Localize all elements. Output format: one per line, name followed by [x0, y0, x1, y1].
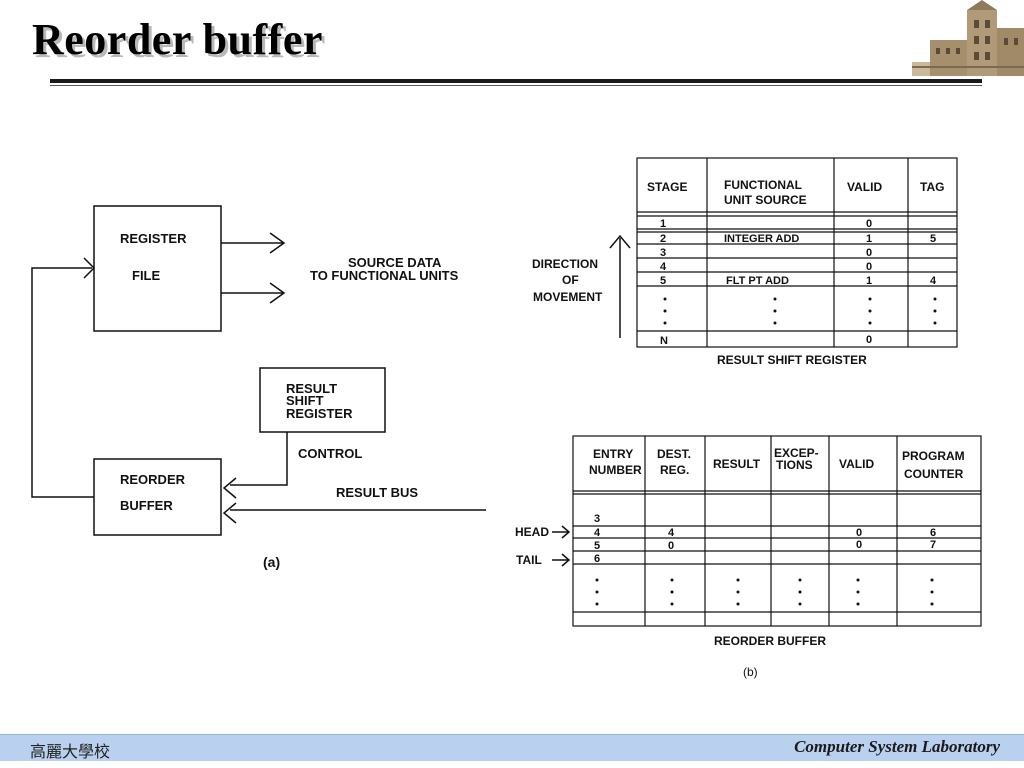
rsr-valid-3: 0 — [866, 247, 872, 259]
rob-header-exceptions-1: EXCEP- — [774, 446, 819, 460]
rsr-valid-2: 1 — [866, 233, 872, 245]
source-data-label-1: SOURCE DATA — [348, 255, 442, 270]
rob-header-exceptions-2: TIONS — [776, 458, 813, 472]
rob-header-entry-2: NUMBER — [589, 463, 642, 477]
reorder-buffer-label-2: BUFFER — [120, 498, 173, 513]
rsr-caption: RESULT SHIFT REGISTER — [717, 353, 867, 367]
register-file-label-1: REGISTER — [120, 231, 187, 246]
rsr-stage-4: 4 — [660, 261, 667, 273]
university-building-logo — [912, 0, 1024, 76]
rob-header-entry-1: ENTRY — [593, 447, 633, 461]
reorder-buffer-diagram: REGISTER FILE SOURCE DATA TO FUNCTIONAL … — [31, 157, 982, 679]
rsr-header-valid: VALID — [847, 180, 882, 194]
rob-dest-4: 4 — [668, 527, 675, 539]
reorder-buffer-label-1: REORDER — [120, 472, 186, 487]
rsr-stage-n: N — [660, 335, 668, 347]
head-label: HEAD — [515, 525, 549, 539]
rsr-ellipsis-dots — [663, 297, 937, 325]
rsr-valid-4: 0 — [866, 261, 872, 273]
slide-title: Reorder buffer — [32, 15, 323, 64]
rob-entry-5: 5 — [594, 540, 600, 552]
register-file-label-2: FILE — [132, 268, 160, 283]
rsr-label-1: RESULT — [286, 381, 337, 396]
rob-entry-3: 3 — [594, 513, 600, 525]
tail-label: TAIL — [516, 553, 542, 567]
rsr-stage-5: 5 — [660, 275, 666, 287]
rob-valid-4: 0 — [856, 527, 862, 539]
result-shift-register-table — [636, 157, 958, 348]
footer-university-name: 高麗大學校 — [30, 742, 111, 761]
rsr-tag-2: 5 — [930, 233, 936, 245]
rob-dest-5: 0 — [668, 540, 674, 552]
rob-header-valid: VALID — [839, 457, 874, 471]
rsr-header-stage: STAGE — [647, 180, 687, 194]
rob-header-result: RESULT — [713, 457, 761, 471]
footer-lab-name: Computer System Laboratory — [794, 737, 1000, 756]
direction-label-2: OF — [562, 273, 579, 287]
rob-pc-5: 7 — [930, 539, 936, 551]
rsr-valid-5: 1 — [866, 275, 872, 287]
rsr-stage-1: 1 — [660, 218, 666, 230]
title-rule — [50, 79, 982, 83]
rob-header-pc-1: PROGRAM — [902, 449, 965, 463]
tail-arrow — [552, 553, 571, 567]
rsr-header-fu-1: FUNCTIONAL — [724, 178, 802, 192]
rsr-valid-1: 0 — [866, 218, 872, 230]
source-data-label-2: TO FUNCTIONAL UNITS — [310, 268, 459, 283]
rob-ellipsis-dots — [595, 578, 934, 606]
rsr-header-fu-2: UNIT SOURCE — [724, 193, 807, 207]
rob-valid-5: 0 — [856, 539, 862, 551]
rsr-label-2: SHIFT — [286, 393, 324, 408]
rob-caption: REORDER BUFFER — [714, 634, 826, 648]
direction-arrow — [609, 234, 631, 338]
direction-label-3: MOVEMENT — [533, 290, 603, 304]
control-label: CONTROL — [298, 446, 362, 461]
head-arrow — [552, 525, 571, 539]
rob-entry-6: 6 — [594, 553, 600, 565]
rsr-tag-5: 4 — [930, 275, 937, 287]
rob-pc-4: 6 — [930, 527, 936, 539]
figure-a — [31, 205, 486, 536]
reorder-buffer-box — [93, 458, 222, 536]
rsr-stage-3: 3 — [660, 247, 666, 259]
result-bus-label: RESULT BUS — [336, 485, 418, 500]
rsr-stage-2: 2 — [660, 233, 666, 245]
rob-header-dest-2: REG. — [660, 463, 689, 477]
rsr-label-3: REGISTER — [286, 406, 353, 421]
footer-bar — [0, 734, 1024, 761]
title-rule-thin — [50, 85, 982, 86]
figure-b-caption: (b) — [743, 665, 758, 679]
rsr-header-tag: TAG — [920, 180, 944, 194]
direction-label-1: DIRECTION — [532, 257, 598, 271]
rsr-fu-5: FLT PT ADD — [726, 275, 789, 287]
result-shift-register-box — [259, 367, 386, 433]
rsr-valid-n: 0 — [866, 334, 872, 346]
rsr-fu-2: INTEGER ADD — [724, 233, 799, 245]
figure-a-caption: (a) — [263, 554, 280, 570]
reorder-buffer-table — [572, 435, 982, 627]
rob-entry-4: 4 — [594, 527, 601, 539]
rob-header-pc-2: COUNTER — [904, 467, 964, 481]
rob-header-dest-1: DEST. — [657, 447, 691, 461]
